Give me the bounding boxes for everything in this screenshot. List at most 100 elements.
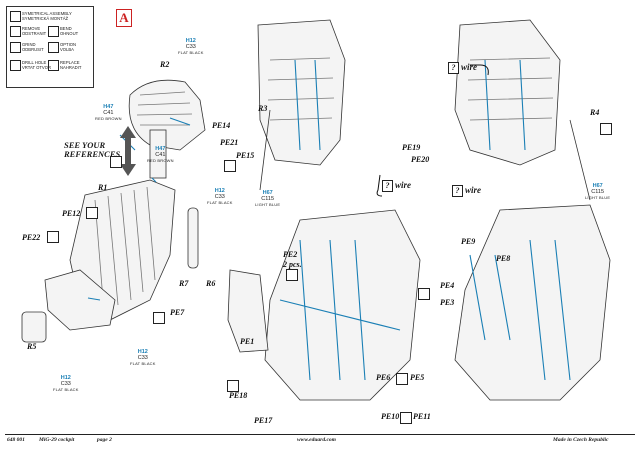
- wire-callout-top-right: ?wire: [448, 62, 477, 74]
- wire-top-right: [470, 64, 489, 76]
- bend-icon: [86, 207, 98, 219]
- part-r5: [21, 311, 47, 343]
- drill-icon: [10, 60, 21, 71]
- legend-replace-label-cz: NAHRADIT: [60, 65, 82, 70]
- label-pe12: PE12: [62, 209, 81, 218]
- legend-symmetrical-label-cz: SYMETRICKÁ MONTÁŽ: [22, 16, 69, 21]
- bend-icon: [48, 26, 59, 37]
- part-pe1: [227, 269, 269, 353]
- symbol-legend: SYMETRICAL ASSEMBLY SYMETRICKÁ MONTÁŽ RE…: [6, 6, 94, 88]
- wire-callout-right: ?wire: [452, 185, 481, 197]
- seat-bottom-right: [454, 204, 611, 401]
- symmetry-icon: [418, 288, 430, 300]
- grind-icon: [10, 42, 21, 53]
- label-r6: R6: [206, 279, 216, 288]
- legend-option-label-cz: VOLBA: [60, 47, 74, 52]
- legend-drill-label-cz: VRTAT OTVOR: [22, 65, 52, 70]
- remove-icon: [10, 26, 21, 37]
- remove-icon: [110, 156, 122, 168]
- label-r1: R1: [98, 183, 108, 192]
- label-pe9: PE9: [461, 237, 476, 246]
- legend-drill-label: DRILL HOLE: [22, 60, 47, 65]
- label-pe2-pcs: 2 pcs.: [283, 260, 302, 269]
- label-r4: R4: [590, 108, 600, 117]
- label-pe20: PE20: [411, 155, 430, 164]
- page-footer: 648 001 MiG-29 cockpit page 2 www.eduard…: [5, 434, 635, 446]
- see-references-note: SEE YOUR REFERENCES: [64, 140, 121, 159]
- label-pe22: PE22: [22, 233, 41, 242]
- label-pe17: PE17: [254, 416, 273, 425]
- legend-remove-label: REMOVE: [22, 26, 41, 31]
- symmetry-icon: [400, 412, 412, 424]
- label-pe7: PE7: [170, 308, 185, 317]
- seat-r4-top: [454, 19, 561, 166]
- bend-icon: [224, 160, 236, 172]
- option-icon: [48, 42, 59, 53]
- label-pe1: PE1: [240, 337, 255, 346]
- label-pe2: PE2: [283, 250, 298, 259]
- label-pe6: PE6: [376, 373, 391, 382]
- legend-bend-label: BEND: [60, 26, 72, 31]
- seat-bucket: [44, 269, 116, 331]
- label-r7: R7: [179, 279, 189, 288]
- label-r3: R3: [258, 104, 268, 113]
- symmetry-icon: [396, 373, 408, 385]
- wire-centre: [376, 174, 383, 197]
- seat-r3-top: [257, 19, 346, 166]
- bend-icon: [153, 312, 165, 324]
- legend-row-remove-bend: REMOVE ODSTRANIT BEND OHNOUT: [10, 25, 92, 37]
- label-pe4: PE4: [440, 281, 455, 290]
- label-pe10: PE10: [381, 412, 400, 421]
- replace-icon: [48, 60, 59, 71]
- label-pe15: PE15: [236, 151, 255, 160]
- seat-bottom-middle: [264, 209, 421, 401]
- symmetry-icon: [10, 11, 21, 22]
- part-r6: [187, 207, 199, 269]
- legend-row-grind-option: GRIND ODBRUSIT OPTION VOLBA: [10, 41, 92, 53]
- legend-row-symmetrical: SYMETRICAL ASSEMBLY SYMETRICKÁ MONTÁŽ: [10, 10, 92, 22]
- footer-title: MiG-29 cockpit: [39, 437, 75, 443]
- legend-symmetrical-label: SYMETRICAL ASSEMBLY: [22, 11, 72, 16]
- eduard-step-logo: A: [116, 9, 132, 27]
- legend-row-drill-replace: DRILL HOLE VRTAT OTVOR REPLACE NAHRADIT: [10, 59, 92, 71]
- bend-icon: [227, 380, 239, 392]
- legend-grind-label-cz: ODBRUSIT: [22, 47, 44, 52]
- label-pe8: PE8: [496, 254, 511, 263]
- wire-callout-centre: ?wire: [382, 180, 411, 192]
- headrest-r2: [128, 79, 206, 151]
- legend-remove-label-cz: ODSTRANIT: [22, 31, 47, 36]
- question-mark-icon: ?: [382, 180, 393, 192]
- bend-icon: [600, 123, 612, 135]
- question-mark-icon: ?: [448, 62, 459, 74]
- pipe-part: [149, 129, 167, 179]
- legend-option-label: OPTION: [60, 42, 77, 47]
- label-pe21: PE21: [220, 138, 239, 147]
- label-pe19: PE19: [402, 143, 421, 152]
- label-pe11: PE11: [413, 412, 431, 421]
- footer-page: page 2: [97, 437, 112, 443]
- symmetry-icon: [47, 231, 59, 243]
- label-r2: R2: [160, 60, 170, 69]
- footer-made-in: Made in Czech Republic: [553, 437, 609, 443]
- bend-icon: [286, 269, 298, 281]
- legend-replace-label: REPLACE: [60, 60, 80, 65]
- footer-url: www.eduard.com: [297, 437, 336, 443]
- label-pe14: PE14: [212, 121, 231, 130]
- label-r5: R5: [27, 342, 37, 351]
- footer-code: 648 001: [7, 437, 25, 443]
- legend-bend-label-cz: OHNOUT: [60, 31, 79, 36]
- label-pe18: PE18: [229, 391, 248, 400]
- label-pe5: PE5: [410, 373, 425, 382]
- question-mark-icon: ?: [452, 185, 463, 197]
- label-pe3: PE3: [440, 298, 455, 307]
